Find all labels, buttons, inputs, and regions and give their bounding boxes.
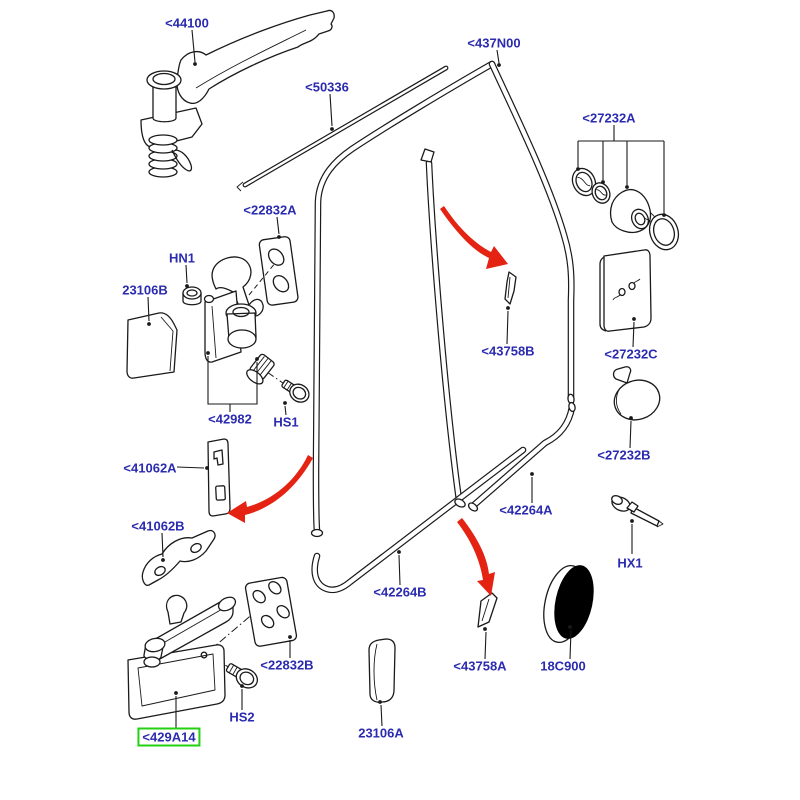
part-label-42264B[interactable]: <42264B xyxy=(373,584,427,600)
leader-line-HN1 xyxy=(185,264,188,284)
leader-dot-42982 xyxy=(255,357,259,361)
part-label-18C900[interactable]: 18C900 xyxy=(540,658,586,674)
part-label-43758A[interactable]: <43758A xyxy=(453,658,507,674)
leader-dot-HN1 xyxy=(185,284,189,288)
leader-dot-50336 xyxy=(330,127,334,131)
leader-dot-23106B xyxy=(147,322,151,326)
part-label-HS1[interactable]: HS1 xyxy=(273,414,299,430)
leader-line-41062A xyxy=(176,466,205,469)
part-art-bolt-HS1 xyxy=(281,379,310,403)
part-label-22832B[interactable]: <22832B xyxy=(260,657,314,673)
part-label-41062B[interactable]: <41062B xyxy=(131,518,185,534)
part-art-upper-hinge-42982 xyxy=(203,256,294,391)
part-art-plate-22832B xyxy=(244,576,298,647)
part-label-429A14[interactable]: <429A14 xyxy=(137,727,201,747)
part-art-seal-corner-42264A xyxy=(470,403,576,509)
part-art-nut-HN1 xyxy=(182,286,202,306)
leader-line-43758B xyxy=(506,310,509,345)
part-label-27232B[interactable]: <27232B xyxy=(597,447,651,463)
motion-arrow-upper xyxy=(440,206,508,269)
part-art-latch-plate-41062A xyxy=(207,438,231,517)
part-art-bracket-41062B xyxy=(141,529,216,586)
part-label-50336[interactable]: <50336 xyxy=(305,79,349,95)
part-label-27232A[interactable]: <27232A xyxy=(582,110,636,126)
part-art-door-check-arm-44100 xyxy=(140,9,335,178)
leader-dot-HS2 xyxy=(240,684,244,688)
leader-line-437N00 xyxy=(496,49,500,64)
leader-dot-41062A xyxy=(205,466,209,470)
part-art-speaker-18C900 xyxy=(543,564,594,644)
leader-dot-27232C xyxy=(632,317,636,321)
leader-dot-22832B xyxy=(288,635,292,639)
part-label-HS2[interactable]: HS2 xyxy=(229,709,255,725)
leader-dot-42264B xyxy=(397,550,401,554)
leader-line-50336 xyxy=(329,93,333,127)
part-label-41062A[interactable]: <41062A xyxy=(123,460,177,476)
motion-arrows xyxy=(227,206,508,596)
leader-dot-23106A xyxy=(378,700,382,704)
part-art-plate-27232C xyxy=(599,249,652,332)
leader-dot-43758A xyxy=(483,627,487,631)
part-art-pad-23106B xyxy=(126,312,178,379)
leader-line-22832A xyxy=(276,216,280,235)
leader-dot-43758B xyxy=(506,306,510,310)
part-label-HN1[interactable]: HN1 xyxy=(168,250,196,266)
part-art-plug-27232B xyxy=(612,366,661,421)
tube-end-caps xyxy=(310,393,576,538)
leader-dot-HS1 xyxy=(283,401,287,405)
part-label-HX1[interactable]: HX1 xyxy=(617,555,643,571)
leader-dot-27232A xyxy=(576,167,580,171)
leader-line-23106B xyxy=(147,296,150,322)
leader-line-44100 xyxy=(191,29,196,63)
leader-dot-41062B xyxy=(161,558,165,562)
part-label-23106A[interactable]: 23106A xyxy=(358,725,404,741)
leader-line-42982 xyxy=(230,362,258,405)
part-label-27232C[interactable]: <27232C xyxy=(604,346,658,362)
motion-arrow-lower xyxy=(457,518,495,596)
leader-dot-42264A xyxy=(530,472,534,476)
part-art-wedge-43758B xyxy=(504,271,517,305)
leader-dot-HX1 xyxy=(630,519,634,523)
leader-dot-44100 xyxy=(193,62,197,66)
leader-line-42264B xyxy=(398,554,401,586)
leader-dot-27232A xyxy=(662,213,666,217)
part-art-seal-rail-42264B xyxy=(311,446,527,594)
part-label-44100[interactable]: <44100 xyxy=(165,15,209,31)
leader-line-42982 xyxy=(207,356,231,412)
part-art-lower-hinge-429A14 xyxy=(127,588,283,720)
leader-line-27232B xyxy=(629,420,632,449)
leader-dot-42982 xyxy=(206,351,210,355)
leader-dot-429A14 xyxy=(174,691,178,695)
leader-line-43758A xyxy=(484,631,487,660)
part-art-pad-23106A xyxy=(368,638,396,703)
leader-line-27232C xyxy=(632,321,635,348)
part-label-23106B[interactable]: 23106B xyxy=(122,282,168,298)
leader-line-HS1 xyxy=(284,405,287,416)
leader-line-18C900 xyxy=(569,629,572,660)
part-label-437N00[interactable]: <437N00 xyxy=(467,35,521,51)
leader-dot-27232A xyxy=(601,180,605,184)
part-label-43758B[interactable]: <43758B xyxy=(481,343,535,359)
part-label-42264A[interactable]: <42264A xyxy=(499,502,553,518)
part-label-22832A[interactable]: <22832A xyxy=(243,202,297,218)
part-art-weatherstrip-437N00 xyxy=(312,60,575,535)
part-art-pin-HX1 xyxy=(611,495,664,528)
part-art-striker-plate-22832A xyxy=(258,236,299,306)
leader-dot-18C900 xyxy=(568,625,572,629)
leader-dot-22832A xyxy=(277,235,281,239)
leader-dot-27232B xyxy=(629,416,633,420)
leader-line-23106A xyxy=(380,704,383,727)
part-label-42982[interactable]: <42982 xyxy=(208,411,252,427)
leader-line-41062B xyxy=(161,532,164,558)
part-art-retainer-strip-50336 xyxy=(236,65,449,192)
leader-dot-27232A xyxy=(625,185,629,189)
leader-dot-437N00 xyxy=(497,63,501,67)
motion-arrow-left xyxy=(227,455,313,523)
